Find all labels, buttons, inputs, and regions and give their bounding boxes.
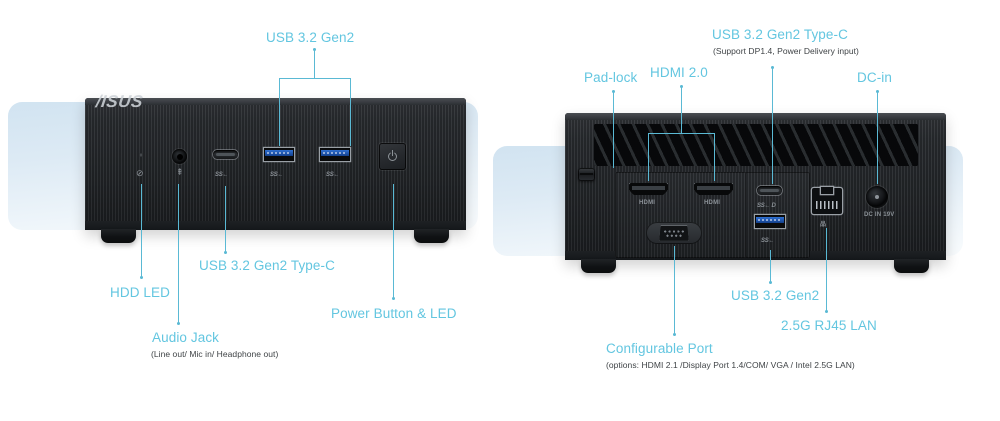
rear-usb-a-port — [755, 215, 785, 228]
label-usb-32-gen2-front: USB 3.2 Gen2 — [266, 30, 355, 45]
leader-25g-rj45-lan — [826, 228, 827, 311]
leader-usb32-front-dot — [313, 48, 316, 51]
label-25g-rj45-lan: 2.5G RJ45 LAN — [781, 318, 877, 333]
front-chassis-top-edge — [85, 98, 466, 105]
leader-usb-type-c-rear-dot — [771, 66, 774, 69]
rear-foot-left — [581, 259, 616, 273]
front-type-c-silkscreen: SS← — [215, 172, 229, 178]
hdd-icon: ⊘ — [136, 168, 144, 178]
power-button[interactable] — [379, 143, 406, 170]
front-usb-a-port-2 — [320, 148, 350, 161]
leader-usb32-front-bracket — [279, 78, 350, 79]
label-audio-jack: Audio Jack — [152, 330, 220, 345]
leader-power-button-dot — [392, 297, 395, 300]
label-pad-lock: Pad-lock — [584, 70, 638, 85]
rear-usb-type-c-port — [757, 186, 782, 195]
leader-pad-lock-dot — [612, 90, 615, 93]
front-foot-right — [414, 229, 449, 243]
rj45-pins — [816, 201, 838, 209]
asus-logo: /ISUS — [94, 92, 145, 111]
rear-type-c-silkscreen: SS← D — [757, 203, 776, 209]
leader-hdd-led-dot — [140, 276, 143, 279]
rear-dc-in-port — [866, 186, 888, 208]
front-usb-type-c-port — [213, 150, 238, 159]
leader-usb32-front-drop-2 — [350, 78, 351, 146]
rear-hdmi-port-2 — [694, 183, 733, 195]
sublabel-audio-jack: (Line out/ Mic in/ Headphone out) — [151, 349, 279, 359]
rear-rj45-lan-port — [812, 187, 842, 214]
rear-hdmi-2-silkscreen: HDMI — [704, 200, 721, 206]
label-usb-type-c-front: USB 3.2 Gen2 Type-C — [199, 258, 335, 273]
audio-jack-port — [172, 149, 187, 164]
usb-tongue — [265, 149, 293, 156]
label-usb-type-c-rear: USB 3.2 Gen2 Type-C — [712, 27, 848, 42]
rear-hdmi-port-1 — [629, 183, 668, 195]
leader-dc-in-dot — [876, 90, 879, 93]
leader-configurable-port-dot — [673, 333, 676, 336]
usb-tongue — [756, 216, 784, 223]
label-dc-in: DC-in — [857, 70, 893, 85]
usb-tongue — [321, 149, 349, 156]
sublabel-usb-type-c-rear: (Support DP1.4, Power Delivery input) — [713, 46, 859, 56]
audio-jack-icon: ⇞ — [176, 167, 184, 177]
front-chassis — [85, 98, 466, 230]
leader-hdmi-dot — [680, 85, 683, 88]
leader-power-button — [393, 184, 394, 298]
pad-lock-slot — [578, 168, 595, 181]
leader-type-c-front — [225, 186, 226, 252]
leader-25g-rj45-lan-dot — [825, 310, 828, 313]
leader-audio-jack-dot — [177, 322, 180, 325]
rj45-notch — [821, 187, 833, 194]
front-usb-a-port-1 — [264, 148, 294, 161]
leader-usb-32-gen2-rear-dot — [769, 281, 772, 284]
rear-dc-in-silkscreen: DC IN 19V — [864, 212, 895, 218]
leader-hdmi-drop-2 — [714, 133, 715, 181]
rear-vent-grill — [594, 124, 918, 166]
leader-hdmi-drop-1 — [648, 133, 649, 181]
rear-foot-right — [894, 259, 929, 273]
leader-pad-lock — [613, 92, 614, 168]
leader-audio-jack — [178, 184, 179, 323]
front-foot-left — [101, 229, 136, 243]
rear-chassis-top-edge — [565, 113, 946, 120]
hdd-led-indicator — [139, 153, 143, 157]
label-hdmi-20: HDMI 2.0 — [650, 65, 708, 80]
label-power-button: Power Button & LED — [331, 306, 457, 321]
label-configurable-port: Configurable Port — [606, 341, 713, 356]
leader-usb-32-gen2-rear — [770, 250, 771, 282]
leader-usb-type-c-rear — [772, 68, 773, 184]
rear-lan-silkscreen: 品 — [820, 222, 827, 228]
leader-hdmi-bracket — [648, 133, 714, 134]
leader-usb32-front-drop-1 — [279, 78, 280, 146]
leader-dc-in — [877, 92, 878, 184]
rear-hdmi-1-silkscreen: HDMI — [639, 200, 656, 206]
rear-configurable-vga-port — [646, 222, 702, 244]
rear-usb-a-silkscreen: SS← — [761, 238, 775, 244]
leader-usb32-front-stem — [314, 50, 315, 78]
front-usb-a-2-silkscreen: SS← — [326, 172, 340, 178]
leader-hdmi-stem — [681, 87, 682, 133]
label-hdd-led: HDD LED — [110, 285, 170, 300]
dsub-connector — [659, 225, 689, 241]
front-chassis-bottom-lip — [85, 221, 466, 230]
power-icon — [388, 150, 397, 161]
leader-type-c-front-dot — [224, 251, 227, 254]
front-usb-a-1-silkscreen: SS← — [270, 172, 284, 178]
sublabel-configurable-port: (options: HDMI 2.1 /Display Port 1.4/COM… — [606, 360, 855, 370]
label-usb-32-gen2-rear: USB 3.2 Gen2 — [731, 288, 820, 303]
leader-hdd-led — [141, 184, 142, 277]
leader-configurable-port — [674, 246, 675, 334]
